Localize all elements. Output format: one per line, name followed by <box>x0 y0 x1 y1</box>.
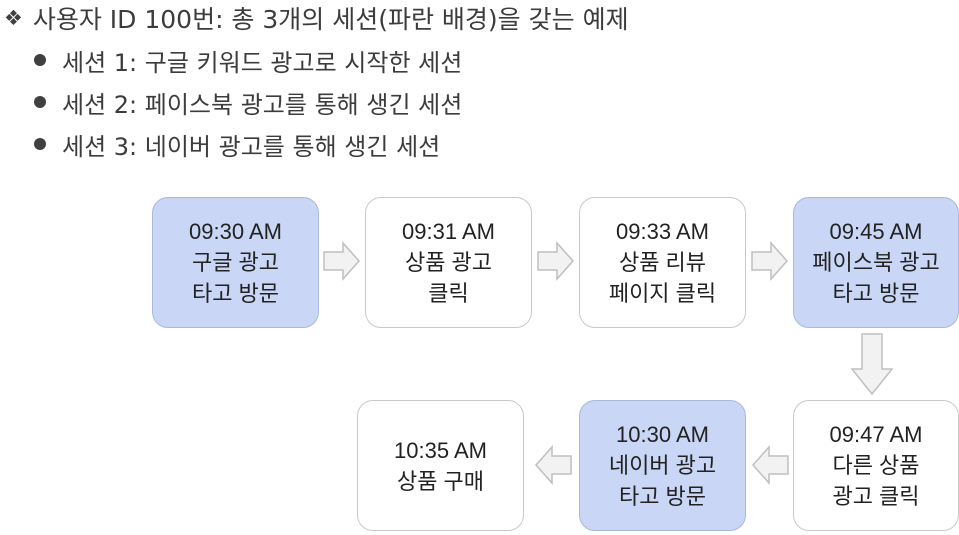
list-item-text: 세션 1: 구글 키워드 광고로 시작한 세션 <box>62 48 463 77</box>
list-item: 세션 3: 네이버 광고를 통해 생긴 세션 <box>34 126 462 162</box>
list-item: 세션 1: 구글 키워드 광고로 시작한 세션 <box>34 42 462 78</box>
arrow-down-icon <box>851 333 893 395</box>
node-line: 타고 방문 <box>832 281 920 306</box>
node-time: 10:30 AM <box>616 422 709 447</box>
flow-node-7: 10:35 AM 상품 구매 <box>357 400 524 531</box>
flow-node-3: 09:33 AM 상품 리뷰 페이지 클릭 <box>579 197 746 328</box>
node-time: 09:45 AM <box>829 219 923 244</box>
heading-text: 사용자 ID 100번: 총 3개의 세션(파란 배경)을 갖는 예제 <box>32 5 629 34</box>
node-time: 09:31 AM <box>402 219 495 244</box>
node-line: 상품 광고 <box>404 250 493 275</box>
list-item-text: 세션 2: 페이스북 광고를 통해 생긴 세션 <box>62 90 463 119</box>
node-line: 클릭 <box>428 281 469 306</box>
node-line: 타고 방문 <box>618 484 707 509</box>
flow-node-5: 09:47 AM 다른 상품 광고 클릭 <box>793 400 959 531</box>
node-time: 09:47 AM <box>829 422 923 447</box>
list-item-text: 세션 3: 네이버 광고를 통해 생긴 세션 <box>62 132 441 161</box>
list-item: 세션 2: 페이스북 광고를 통해 생긴 세션 <box>34 84 462 120</box>
bullet-dot-icon <box>34 96 46 108</box>
bullet-dot-icon <box>34 54 46 66</box>
node-time: 10:35 AM <box>394 437 487 463</box>
node-line: 상품 리뷰 <box>618 250 707 275</box>
node-time: 09:33 AM <box>616 219 709 244</box>
flow-node-2: 09:31 AM 상품 광고 클릭 <box>365 197 532 328</box>
arrow-right-icon <box>323 241 361 281</box>
node-line: 타고 방문 <box>191 281 280 306</box>
flow-node-4: 09:45 AM 페이스북 광고 타고 방문 <box>793 197 959 328</box>
node-line: 네이버 광고 <box>608 453 717 478</box>
node-line: 구글 광고 <box>191 250 280 275</box>
session-list: 세션 1: 구글 키워드 광고로 시작한 세션 세션 2: 페이스북 광고를 통… <box>34 42 462 168</box>
node-time: 09:30 AM <box>189 219 282 244</box>
arrow-right-icon <box>537 241 575 281</box>
arrow-right-icon <box>751 241 789 281</box>
flow-node-6: 10:30 AM 네이버 광고 타고 방문 <box>579 400 746 531</box>
node-line: 상품 구매 <box>396 468 485 494</box>
flow-node-1: 09:30 AM 구글 광고 타고 방문 <box>152 197 319 328</box>
node-line: 광고 클릭 <box>832 484 920 509</box>
arrow-left-icon <box>751 445 789 485</box>
arrow-left-icon <box>534 445 572 485</box>
node-line: 페이지 클릭 <box>608 281 717 306</box>
diamond-cross-icon: ❖ <box>4 6 23 30</box>
bullet-dot-icon <box>34 138 46 150</box>
node-line: 페이스북 광고 <box>812 250 940 275</box>
node-line: 다른 상품 <box>832 453 920 478</box>
heading: ❖ 사용자 ID 100번: 총 3개의 세션(파란 배경)을 갖는 예제 <box>4 0 629 36</box>
